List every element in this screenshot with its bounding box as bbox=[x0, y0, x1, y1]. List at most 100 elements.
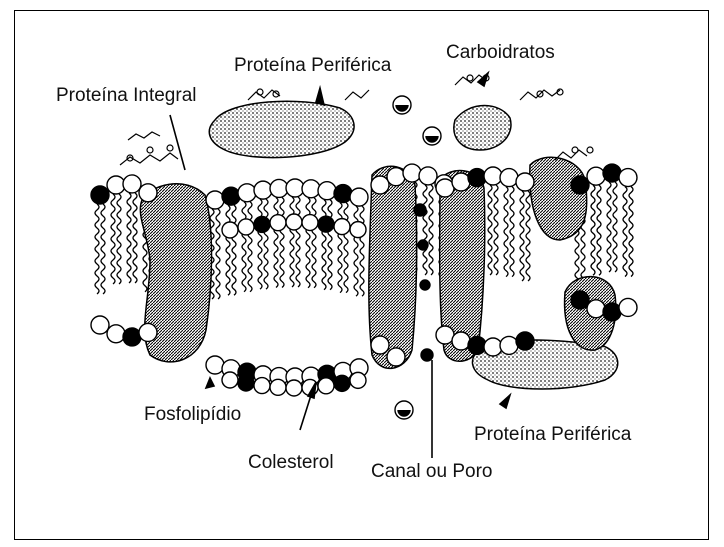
lipid-tail bbox=[526, 191, 530, 281]
phospholipid-head bbox=[254, 181, 272, 199]
phospholipid-head bbox=[587, 300, 605, 318]
lipid-tail bbox=[216, 209, 220, 299]
lipid-tail bbox=[613, 182, 617, 272]
phospholipid-head bbox=[222, 222, 238, 238]
phospholipid-head bbox=[452, 173, 470, 191]
phospholipid-head bbox=[222, 372, 238, 388]
label-carbohydrates: Carboidratos bbox=[446, 42, 555, 63]
lipid-tail bbox=[629, 187, 633, 277]
phospholipid-head bbox=[468, 336, 486, 354]
phospholipid-head bbox=[419, 167, 437, 185]
phospholipid-head bbox=[318, 182, 336, 200]
lipid-tail bbox=[520, 191, 524, 281]
label-channel-or-pore: Canal ou Poro bbox=[371, 461, 492, 482]
phospholipid-head bbox=[123, 328, 141, 346]
phospholipid-head bbox=[318, 378, 334, 394]
phospholipid-head bbox=[286, 380, 302, 396]
phospholipid-head bbox=[403, 164, 421, 182]
label-phospholipid: Fosfolipídio bbox=[144, 404, 241, 425]
lipid-tail bbox=[344, 203, 348, 293]
lipid-tail bbox=[338, 203, 342, 293]
phospholipid-head bbox=[619, 169, 637, 187]
phospholipid-head bbox=[238, 184, 256, 202]
peripheral-protein-top bbox=[209, 101, 354, 157]
phospholipid-head bbox=[571, 291, 589, 309]
lipid-tail bbox=[306, 198, 310, 288]
phospholipid-head bbox=[468, 169, 486, 187]
lipid-tail bbox=[133, 193, 137, 283]
phospholipid-head bbox=[270, 179, 288, 197]
lipid-tail bbox=[607, 182, 611, 272]
phospholipid-head bbox=[302, 180, 320, 198]
phospholipid-head bbox=[516, 332, 534, 350]
phospholipid-head bbox=[619, 298, 637, 316]
phospholipid-head bbox=[139, 184, 157, 202]
lipid-tail bbox=[280, 197, 284, 287]
lipid-tail bbox=[296, 197, 300, 287]
lipid-tail bbox=[354, 206, 358, 296]
lipid-tail bbox=[258, 199, 262, 289]
label-integral-protein: Proteína Integral bbox=[56, 85, 196, 106]
phospholipid-head bbox=[270, 215, 286, 231]
phospholipid-head bbox=[139, 323, 157, 341]
lipid-tail bbox=[95, 204, 99, 294]
phospholipid-head bbox=[387, 168, 405, 186]
lipid-tail bbox=[248, 202, 252, 292]
carbohydrate-blob bbox=[454, 106, 511, 151]
phospholipid-head bbox=[334, 219, 350, 235]
phospholipid-head bbox=[452, 332, 470, 350]
lipid-tail bbox=[274, 197, 278, 287]
phospholipid-head bbox=[603, 303, 621, 321]
lipid-tail bbox=[101, 204, 105, 294]
phospholipid-head bbox=[387, 348, 405, 366]
lipid-tail bbox=[429, 185, 433, 275]
lipid-tail bbox=[494, 185, 498, 275]
lipid-tail bbox=[312, 198, 316, 288]
phospholipid-head bbox=[91, 186, 109, 204]
phospholipid-head bbox=[286, 214, 302, 230]
phospholipid-head bbox=[238, 375, 254, 391]
phospholipid-head bbox=[107, 176, 125, 194]
lipid-tail bbox=[504, 187, 508, 277]
lipid-tail bbox=[290, 197, 294, 287]
phospholipid-head bbox=[484, 338, 502, 356]
phospholipid-head bbox=[123, 175, 141, 193]
integral-protein-right bbox=[530, 157, 587, 240]
phospholipid-head bbox=[334, 185, 352, 203]
phospholipid-head bbox=[350, 188, 368, 206]
lipid-tail bbox=[264, 199, 268, 289]
lipid-tail bbox=[510, 187, 514, 277]
lipid-tail bbox=[127, 193, 131, 283]
phospholipid-head bbox=[206, 191, 224, 209]
phospholipid-head bbox=[371, 336, 389, 354]
lipid-tail bbox=[322, 200, 326, 290]
phospholipid-head bbox=[587, 167, 605, 185]
lipid-tail bbox=[623, 187, 627, 277]
phospholipid-head bbox=[500, 169, 518, 187]
phospholipid-head bbox=[350, 222, 366, 238]
phospholipid-head bbox=[334, 375, 350, 391]
lipid-tail bbox=[232, 205, 236, 295]
lipid-tail bbox=[328, 200, 332, 290]
phospholipid-head bbox=[371, 176, 389, 194]
label-cholesterol: Colesterol bbox=[248, 452, 334, 473]
lipid-tail bbox=[591, 185, 595, 275]
phospholipid-head bbox=[436, 179, 454, 197]
phospholipid-head bbox=[603, 164, 621, 182]
phospholipid-head bbox=[206, 356, 224, 374]
phospholipid-head bbox=[302, 215, 318, 231]
lipid-tail bbox=[597, 185, 601, 275]
phospholipid-head bbox=[571, 176, 589, 194]
phospholipid-head bbox=[238, 219, 254, 235]
lipid-tail bbox=[117, 194, 121, 284]
phospholipid-head bbox=[318, 216, 334, 232]
lipid-tail bbox=[226, 205, 230, 295]
lipid-tail bbox=[242, 202, 246, 292]
label-peripheral-protein-bottom: Proteína Periférica bbox=[474, 424, 632, 445]
phospholipid-head bbox=[350, 372, 366, 388]
phospholipid-head bbox=[500, 336, 518, 354]
phospholipid-head bbox=[436, 326, 454, 344]
phospholipid-head bbox=[484, 167, 502, 185]
phospholipid-head bbox=[91, 316, 109, 334]
